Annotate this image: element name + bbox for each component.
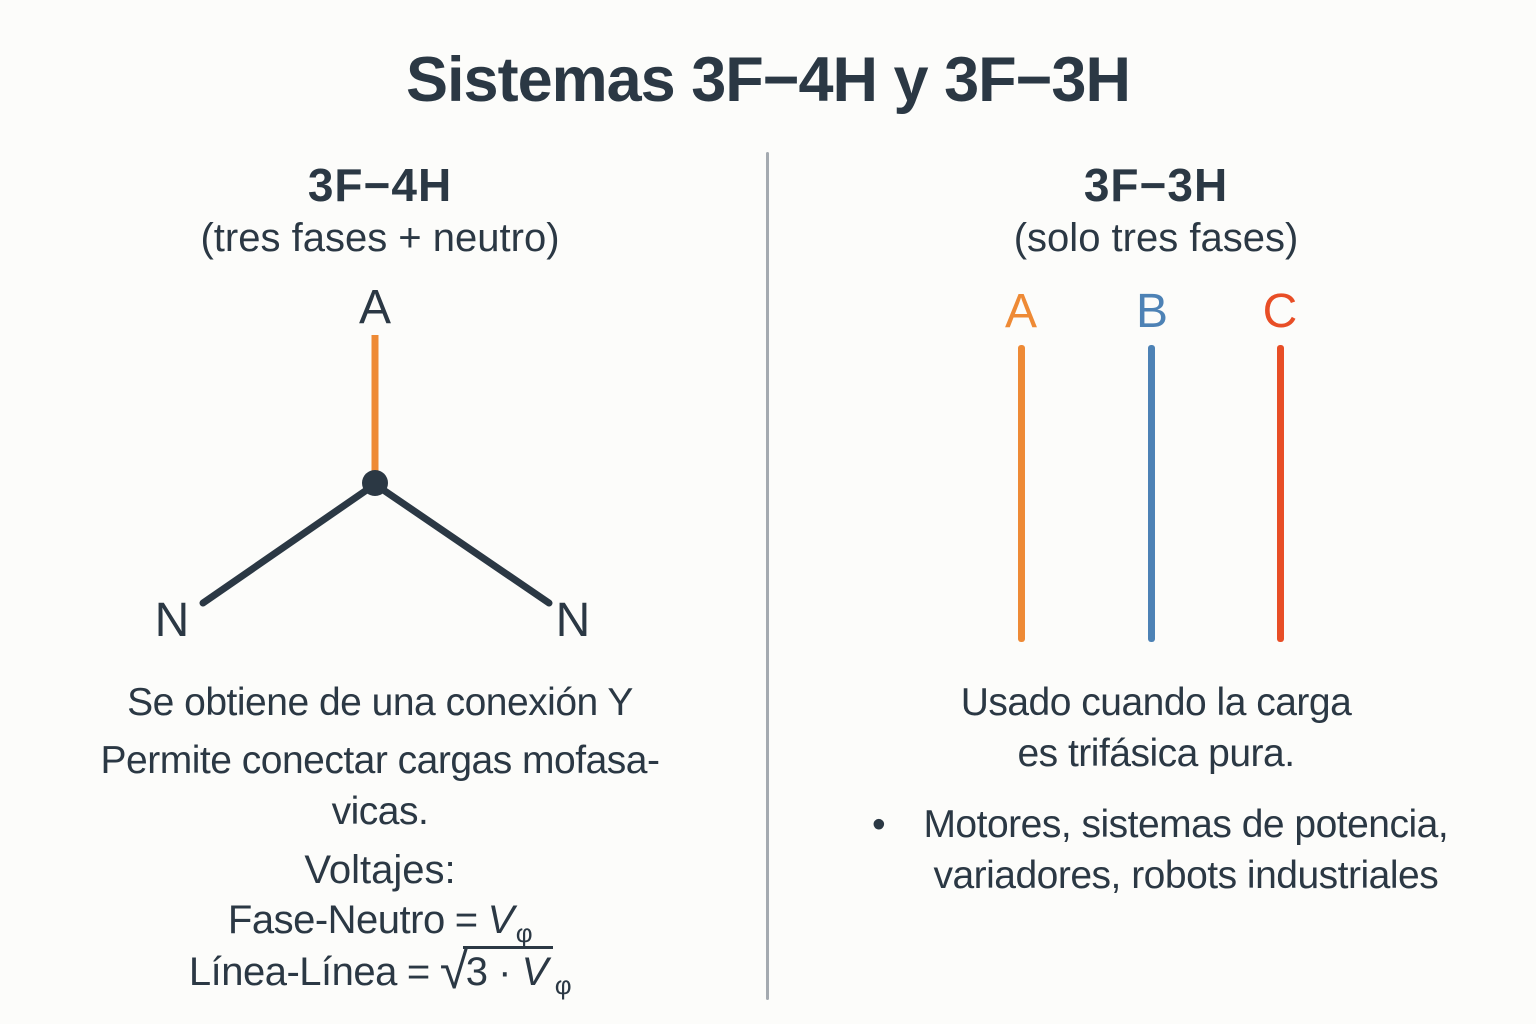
wye-phase-a-label: A (358, 281, 391, 334)
formula-linea-linea-radicand: 3 · V (462, 946, 553, 994)
formula-fase-neutro-subscript: φ (515, 918, 533, 948)
wye-center-node (362, 470, 388, 496)
phase-c-line (1277, 345, 1284, 642)
radical-sign: √ (439, 942, 469, 1000)
formula-linea-linea-label: Línea-Línea (188, 950, 398, 994)
formula-fase-neutro-variable: V (487, 898, 515, 942)
formula-fase-neutro-label: Fase-Neutro (227, 898, 445, 942)
equals-sign: = (454, 898, 478, 942)
right-subheading: (solo tres fases) (1013, 216, 1299, 260)
wye-neutral-right-label: N (555, 594, 591, 647)
right-description: Usado cuando la carga es trifásica pura. (776, 678, 1536, 779)
left-description-line1: Se obtiene de una conexión Y (127, 681, 633, 724)
radicand-variable: V (521, 950, 549, 994)
right-description-line1: Usado cuando la carga (960, 681, 1352, 724)
bullet-marker: • (872, 803, 886, 846)
wye-neutral-right-line (375, 483, 553, 607)
equals-sign: = (406, 950, 430, 994)
voltages-heading: Voltajes: (304, 848, 456, 892)
radicand-coefficient: 3 · (465, 950, 512, 994)
wye-diagram (199, 335, 553, 607)
phase-a-line (1018, 345, 1025, 642)
page-title: Sistemas 3F−4H y 3F−3H (406, 45, 1131, 115)
phase-c-label: C (1262, 285, 1298, 338)
formula-linea-linea-subscript: φ (554, 970, 572, 1000)
phase-b-line (1148, 345, 1155, 642)
wye-neutral-left-label: N (154, 594, 190, 647)
left-description-line2: Permite conectar cargas mofasa- vicas. (0, 736, 760, 837)
bullet-item: • Motores, sistemas de potencia, variado… (872, 800, 1472, 901)
phase-b-label: B (1135, 285, 1168, 338)
left-description-line2b: vicas. (331, 789, 429, 833)
right-description-line2: es trifásica pura. (1017, 731, 1295, 775)
left-heading: 3F−4H (307, 159, 453, 211)
left-description-line2a: Permite conectar cargas mofasa- (100, 739, 660, 782)
left-subheading: (tres fases + neutro) (200, 216, 560, 260)
column-divider (766, 152, 769, 1000)
bullet-text: Motores, sistemas de potencia, variadore… (900, 800, 1472, 901)
bullet-line2: variadores, robots industriales (933, 853, 1439, 897)
formula-fase-neutro: Fase-Neutro=Vφ (0, 898, 760, 949)
wye-neutral-left-line (199, 483, 375, 607)
phase-a-label: A (1004, 285, 1037, 338)
bullet-line1: Motores, sistemas de potencia, (923, 803, 1449, 846)
right-heading: 3F−3H (1083, 159, 1229, 211)
